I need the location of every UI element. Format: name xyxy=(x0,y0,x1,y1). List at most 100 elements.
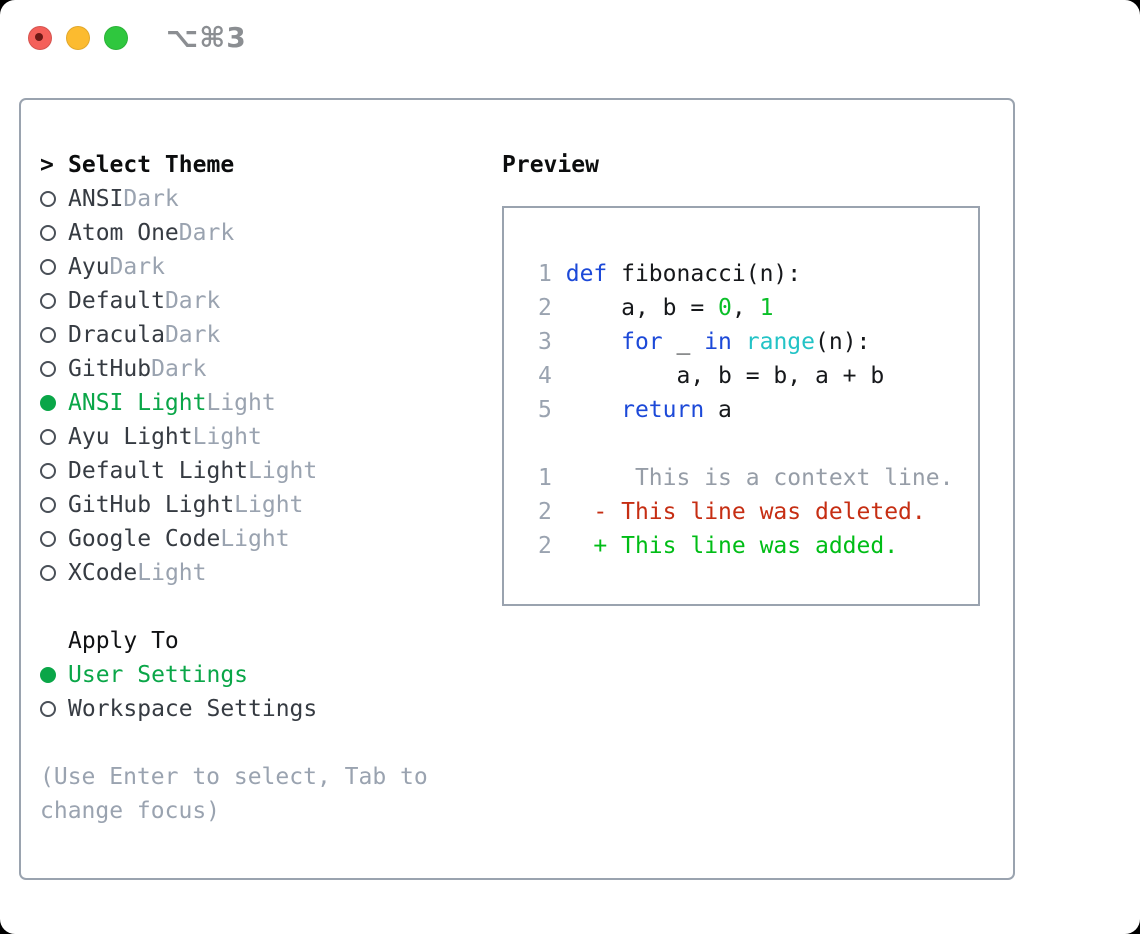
line-number: 5 xyxy=(538,397,552,423)
theme-variant: Light xyxy=(206,390,276,416)
radio-marker xyxy=(40,327,68,343)
code-token-plain xyxy=(732,329,746,355)
select-theme-title: Select Theme xyxy=(68,152,235,178)
radio-icon xyxy=(40,463,56,479)
radio-marker xyxy=(40,293,68,309)
radio-marker xyxy=(40,531,68,547)
code-token-number: 0 xyxy=(718,295,732,321)
theme-option[interactable]: Ayu Light Light xyxy=(40,420,500,454)
radio-icon xyxy=(40,497,56,513)
line-number: 1 xyxy=(538,261,552,287)
theme-name: Ayu Light xyxy=(68,424,193,450)
code-line: 2 + This line was added. xyxy=(538,529,978,563)
theme-option[interactable]: Dracula Dark xyxy=(40,318,500,352)
line-number: 2 xyxy=(538,533,552,559)
line-number: 3 xyxy=(538,329,552,355)
code-token-plain: a, b = b, a + b xyxy=(565,363,885,389)
radio-icon xyxy=(40,565,56,581)
theme-variant: Dark xyxy=(123,186,179,212)
minimize-button[interactable] xyxy=(66,26,90,50)
theme-option[interactable]: Default Dark xyxy=(40,284,500,318)
radio-marker xyxy=(40,191,68,207)
apply-option[interactable]: Workspace Settings xyxy=(40,692,500,726)
code-token-plain: a, b = xyxy=(565,295,719,321)
theme-option[interactable]: XCode Light xyxy=(40,556,500,590)
code-token-plain: , xyxy=(731,295,760,321)
radio-selected-icon xyxy=(40,667,56,683)
radio-selected-icon xyxy=(40,395,56,411)
close-button[interactable] xyxy=(28,26,52,50)
theme-option[interactable]: ANSI Light Light xyxy=(40,386,500,420)
theme-option[interactable]: Default Light Light xyxy=(40,454,500,488)
theme-variant: Dark xyxy=(164,322,221,348)
code-token-plain: fibonacci(n): xyxy=(607,261,802,287)
theme-variant: Light xyxy=(248,458,318,484)
theme-name: Dracula xyxy=(68,322,165,348)
zoom-button[interactable] xyxy=(104,26,128,50)
theme-option[interactable]: GitHub Dark xyxy=(40,352,500,386)
theme-option[interactable]: ANSI Dark xyxy=(40,182,500,216)
theme-option[interactable]: Atom One Dark xyxy=(40,216,500,250)
code-token-added: + This line was added. xyxy=(565,533,899,559)
code-preview-box: 1 def fibonacci(n): 2 a, b = 0, 1 3 for _ … xyxy=(502,206,980,606)
theme-option[interactable]: Google Code Light xyxy=(40,522,500,556)
radio-marker xyxy=(40,225,68,241)
theme-name: Google Code xyxy=(68,526,221,552)
apply-to-title: Apply To xyxy=(68,628,179,654)
code-line: 2 - This line was deleted. xyxy=(538,495,978,529)
radio-marker xyxy=(40,395,68,411)
apply-option-label: Workspace Settings xyxy=(68,696,318,722)
spacer xyxy=(40,590,500,624)
code-token-plain xyxy=(566,329,621,355)
code-line: 1 def fibonacci(n): xyxy=(538,257,978,291)
theme-name: Default Light xyxy=(68,458,249,484)
theme-variant: Light xyxy=(220,526,290,552)
theme-option[interactable]: Ayu Dark xyxy=(40,250,500,284)
code-line: 5 return a xyxy=(538,393,978,427)
radio-marker xyxy=(40,361,68,377)
radio-marker xyxy=(40,463,68,479)
radio-marker xyxy=(40,259,68,275)
line-number: 4 xyxy=(538,363,552,389)
theme-option[interactable]: GitHub Light Light xyxy=(40,488,500,522)
apply-option-label: User Settings xyxy=(68,662,249,688)
theme-variant: Light xyxy=(234,492,304,518)
theme-variant: Dark xyxy=(178,220,235,246)
theme-name: Ayu xyxy=(68,254,110,280)
theme-name: Default xyxy=(68,288,165,314)
code-token-plain: _ xyxy=(662,329,705,355)
line-number: 1 xyxy=(538,465,552,491)
help-text: (Use Enter to select, Tab to change focu… xyxy=(40,764,428,824)
radio-icon xyxy=(40,225,56,241)
theme-variant: Dark xyxy=(109,254,165,280)
theme-variant: Light xyxy=(137,560,207,586)
preview-title: Preview xyxy=(502,152,599,178)
line-number: 2 xyxy=(538,295,552,321)
code-line: 3 for _ in range(n): xyxy=(538,325,978,359)
titlebar: ⌥⌘3 xyxy=(0,0,1140,75)
code-line: 1 This is a context line. xyxy=(538,461,978,495)
theme-name: GitHub Light xyxy=(68,492,235,518)
code-token-plain xyxy=(566,397,621,423)
code-token-deleted: - This line was deleted. xyxy=(565,499,926,525)
code-line: 4 a, b = b, a + b xyxy=(538,359,978,393)
preview-pane: Preview 1 def fibonacci(n): 2 a, b = 0, 1… xyxy=(502,148,980,606)
radio-icon xyxy=(40,429,56,445)
apply-option[interactable]: User Settings xyxy=(40,658,500,692)
theme-name: Atom One xyxy=(68,220,179,246)
code-line xyxy=(538,427,978,461)
radio-icon xyxy=(40,701,56,717)
radio-marker xyxy=(40,429,68,445)
radio-marker xyxy=(40,565,68,581)
code-token-number: 1 xyxy=(759,295,774,321)
theme-variant: Light xyxy=(192,424,262,450)
theme-name: XCode xyxy=(68,560,138,586)
radio-icon xyxy=(40,327,56,343)
code-token-builtin: range xyxy=(745,329,816,355)
theme-variant: Dark xyxy=(164,288,221,314)
